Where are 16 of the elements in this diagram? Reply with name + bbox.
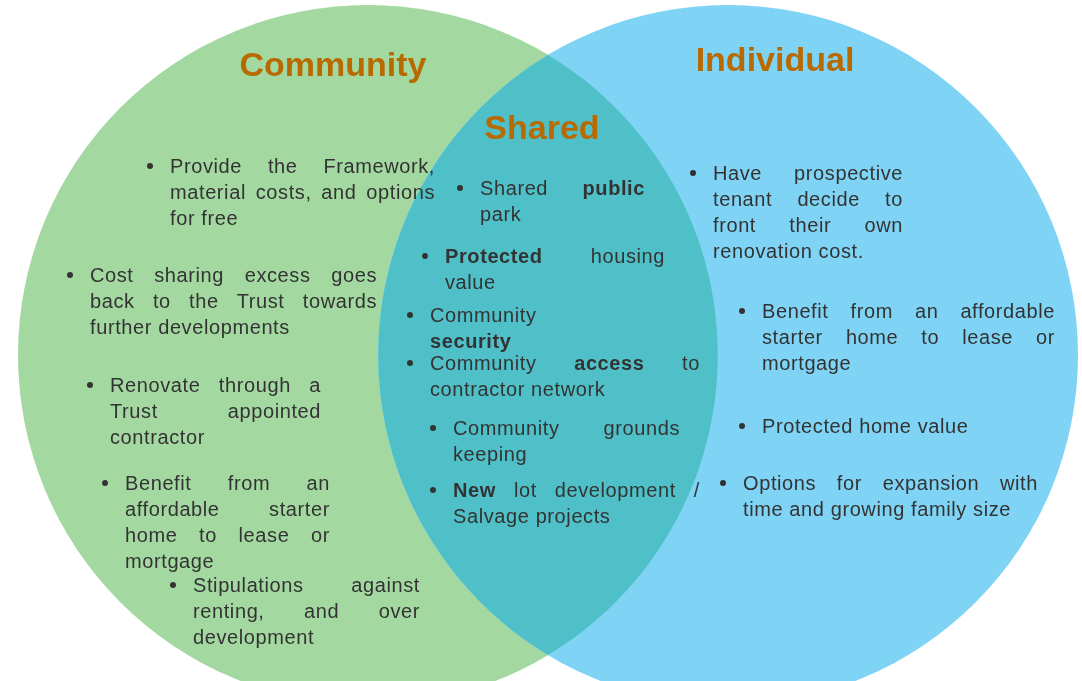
bullet-item: Stipulations against renting, and over development [168, 572, 420, 650]
bullet-item: Cost sharing excess goes back to the Trust towards further developments [65, 262, 377, 340]
bullet-item: Renovate through a Trust appointed contractor [85, 372, 321, 450]
bullet-item: Protected home value [737, 413, 1022, 439]
bullet-item: Have prospective tenant decide to front their own renovation cost. [688, 160, 903, 264]
circle-heading: Community [239, 45, 427, 84]
circle-heading: Shared [484, 108, 600, 147]
bullet-item: Benefit from an affordable starter home to lease or mortgage [737, 298, 1055, 376]
bullet-item: New lot development / Salvage projects [428, 477, 700, 529]
bullet-item: Options for expansion with time and growing family size [718, 470, 1038, 522]
bullet-item: Shared public park [455, 175, 645, 227]
bullet-item: Benefit from an affordable starter home to lease or mortgage [100, 470, 330, 574]
circle-heading: Individual [695, 40, 855, 79]
bullet-item: Community grounds keeping [428, 415, 680, 467]
bullet-item: Provide the Framework, material costs, and options for free [145, 153, 435, 231]
bullet-item: Protected housing value [420, 243, 665, 295]
